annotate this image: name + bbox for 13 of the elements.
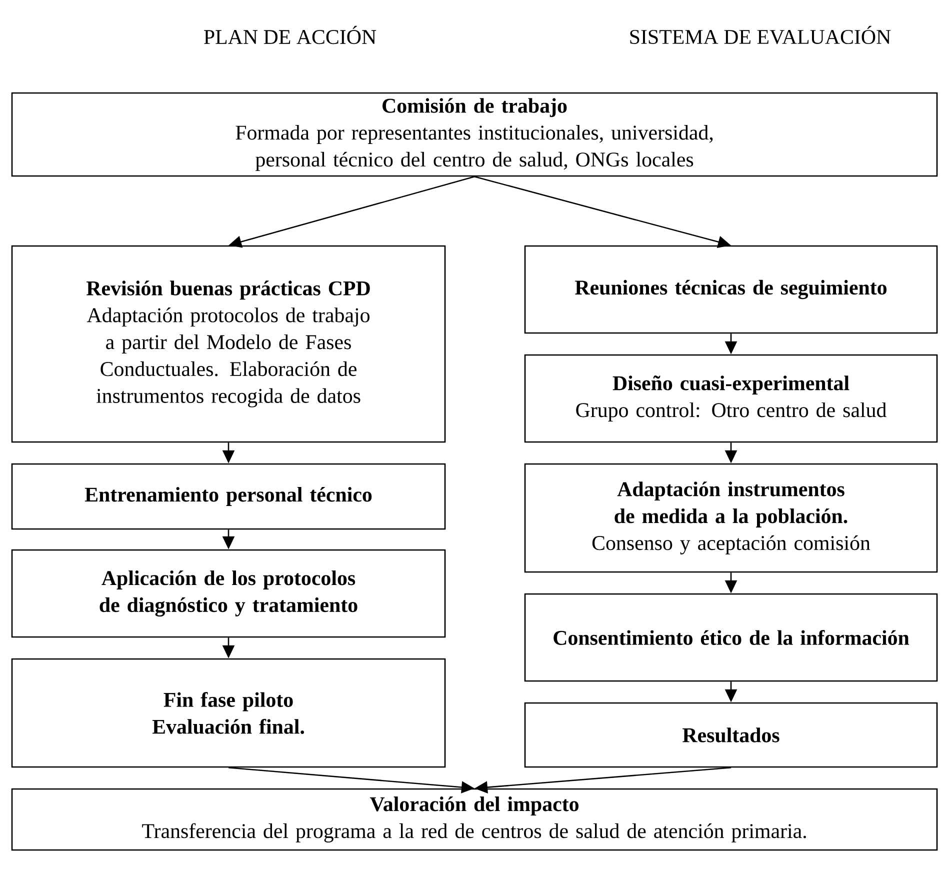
process-box: Consentimiento ético de la información [524,593,938,682]
column-heading: SISTEMA DE EVALUACIÓN [630,26,891,44]
process-box: Revisión buenas prácticas CPD Adaptación protocolos de trabajo a partir del Modelo de Fases Conductuales. Elaboración de instrumentos recogida de datos [11,245,446,443]
process-box: Valoración del impacto Transferencia del programa a la red de centros de salud de atención primaria. [11,788,938,851]
process-box: Comisión de trabajo Formada por representantes institucionales, universidad, personal técnico del centro de salud, ONGs locales [11,92,938,177]
process-box: Entrenamiento personal técnico [11,463,446,530]
process-box: Aplicación de los protocolos de diagnóstico y tratamiento [11,549,446,638]
process-box: Resultados [524,702,938,768]
process-box: Reuniones técnicas de seguimiento [524,245,938,334]
column-heading: PLAN DE ACCIÓN [204,26,376,44]
process-box: Diseño cuasi-experimental Grupo control: Otro centro de salud [524,354,938,443]
process-box: Fin fase piloto Evaluación final. [11,658,446,768]
process-box: Adaptación instrumentos de medida a la población. Consenso y aceptación comisión [524,463,938,573]
